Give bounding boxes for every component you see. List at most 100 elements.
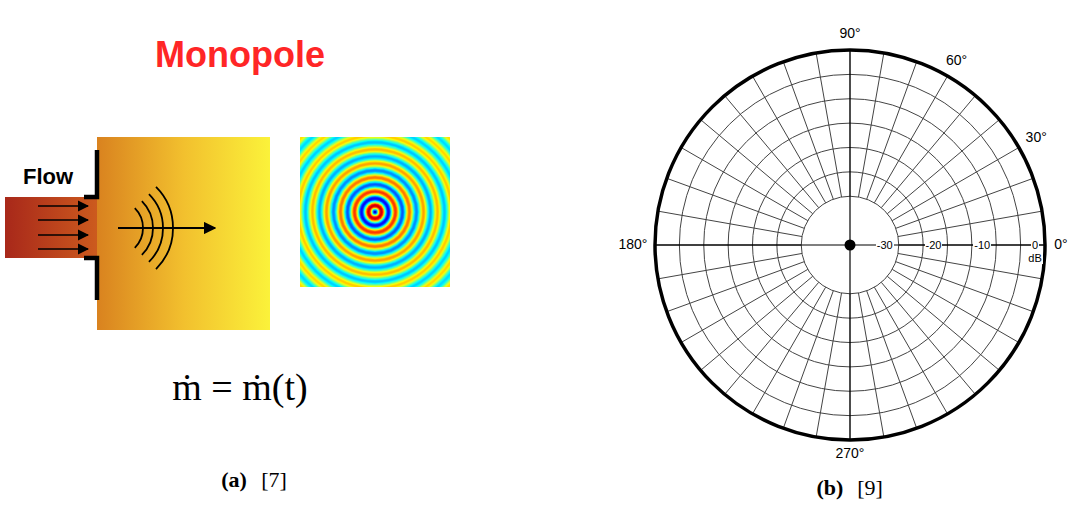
field-ring <box>372 209 378 215</box>
field-ring <box>300 137 450 287</box>
field-ring <box>319 156 431 268</box>
field-ring <box>331 168 419 256</box>
field-ring <box>359 196 391 228</box>
field-ring <box>316 153 434 271</box>
field-ring <box>313 150 436 273</box>
field-ring <box>300 137 450 287</box>
grid-spoke <box>667 262 804 312</box>
field-ring <box>300 137 450 287</box>
field-ring <box>329 166 422 259</box>
field-ring <box>336 173 414 251</box>
field-ring <box>323 160 427 264</box>
field-ring <box>312 149 438 275</box>
field-ring <box>356 193 394 231</box>
field-ring <box>300 137 450 287</box>
field-ring <box>300 137 450 287</box>
field-ring <box>300 137 450 287</box>
field-ring <box>300 137 450 287</box>
grid-spoke <box>816 53 841 197</box>
field-ring <box>300 137 450 287</box>
grid-spoke <box>881 96 975 208</box>
field-ring <box>307 144 443 280</box>
directivity-pattern <box>655 50 1045 440</box>
field-ring <box>309 146 440 277</box>
field-ring <box>337 174 412 249</box>
field-ring <box>324 161 426 263</box>
field-ring <box>361 198 388 225</box>
field-ring <box>368 205 382 219</box>
grid-spoke <box>874 287 947 414</box>
field-ring <box>318 155 432 269</box>
grid-spoke <box>681 148 808 221</box>
field-ring <box>302 139 448 285</box>
caption-letter: (b) <box>817 476 844 500</box>
formula: ṁ = ṁ(t) <box>172 367 307 409</box>
grid-spoke <box>658 211 802 236</box>
field-ring <box>300 137 450 287</box>
field-ring <box>300 137 450 287</box>
field-ring <box>373 210 376 213</box>
source-dot <box>845 240 856 251</box>
field-ring <box>300 137 450 287</box>
field-ring <box>355 192 395 232</box>
grid-spoke <box>725 282 819 394</box>
flow-arrows <box>38 206 88 249</box>
field-ring <box>300 137 450 287</box>
field-ring <box>300 137 450 287</box>
field-ring <box>345 182 406 243</box>
grid-spoke <box>753 287 826 414</box>
field-ring <box>364 201 386 223</box>
grid-spoke <box>667 178 804 228</box>
field-ring <box>369 206 380 217</box>
field-ring <box>306 143 444 281</box>
field-ring <box>357 194 392 229</box>
field-ring <box>338 175 412 249</box>
field-ring <box>300 137 450 287</box>
grid-spoke <box>874 76 947 203</box>
field-ring <box>325 162 424 261</box>
field-ring <box>300 137 450 287</box>
field-ring <box>303 140 447 284</box>
field-ring <box>300 137 450 287</box>
field-ring <box>334 171 416 253</box>
field-ring <box>300 137 450 287</box>
grid-spoke <box>783 62 833 199</box>
angle-label: 30° <box>1026 130 1047 145</box>
grid-spoke <box>849 294 850 440</box>
field-ring <box>346 183 404 241</box>
field-ring <box>351 188 399 236</box>
field-ring <box>317 154 434 271</box>
field-ring <box>300 137 450 287</box>
field-ring <box>300 137 450 287</box>
field-ring <box>300 137 450 287</box>
field-ring <box>300 137 450 287</box>
flow-field <box>97 137 270 330</box>
field-ring <box>327 164 423 260</box>
field-ring <box>340 177 410 247</box>
grid-spoke <box>701 120 813 214</box>
field-ring <box>300 137 450 287</box>
db-scale-label: -30 <box>876 239 894 251</box>
angle-label: 270° <box>836 446 865 461</box>
angle-label: 0° <box>1054 237 1067 252</box>
angle-label: 60° <box>946 53 967 68</box>
field-ring <box>328 165 422 259</box>
field-ground <box>300 137 450 287</box>
angle-label: 90° <box>839 26 860 41</box>
field-ring <box>341 178 408 245</box>
grid-spoke <box>867 62 917 199</box>
grid-spoke <box>753 76 826 203</box>
grid-spoke <box>858 53 883 197</box>
field-ring <box>300 137 450 287</box>
field-ring <box>365 202 384 221</box>
field-ring <box>370 207 380 217</box>
grid-spoke <box>816 293 841 437</box>
grid-spoke <box>867 291 917 428</box>
flow-label: Flow <box>23 165 73 189</box>
field-ring <box>358 195 392 229</box>
field-ring <box>350 187 400 237</box>
field-ring <box>353 190 398 235</box>
field-ring <box>301 138 448 285</box>
field-ring <box>357 194 394 231</box>
db-scale-label: 0 <box>1031 239 1039 251</box>
